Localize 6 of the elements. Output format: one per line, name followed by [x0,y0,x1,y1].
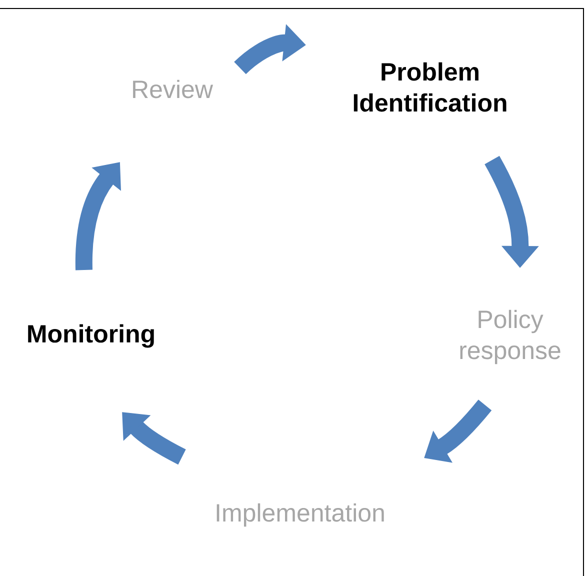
curved-arrow [122,412,186,465]
cycle-stage-label: Problem Identification [354,62,506,112]
cycle-stage-label: Policy response [460,310,560,364]
cycle-stage-label: Review [133,80,214,98]
cycle-stage-label: Monitoring [28,324,154,348]
cycle-stage-label: Implementation [216,503,384,527]
